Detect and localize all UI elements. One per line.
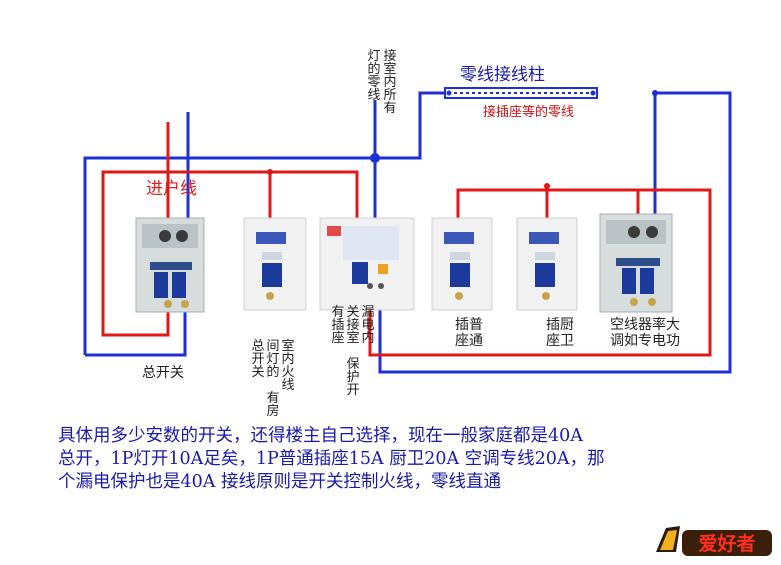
- aircon-label-line2: 调如专电功: [610, 333, 680, 349]
- live-wires: [101, 122, 712, 357]
- rcd-breaker: [319, 217, 415, 311]
- neutral-bus-left: [83, 156, 375, 355]
- outlet-kitchen-breaker: [516, 217, 578, 311]
- live-rcd-out: [368, 188, 712, 357]
- outlet-kitchen-label-line2: 座卫: [546, 333, 574, 349]
- description-line: 具体用多少安数的开关，还得楼主自己选择，现在一般家庭都是40A: [58, 426, 583, 446]
- outlet-general-breaker: [431, 217, 493, 311]
- zero-terminal-bar: [444, 87, 598, 99]
- aircon-label-line1: 空线器率大: [610, 317, 680, 333]
- neutral-top-bus: [375, 91, 445, 160]
- rcd-label-col4: 保护开: [346, 357, 360, 398]
- main-switch-label: 总开关: [142, 365, 184, 381]
- live-distribution: [101, 170, 359, 337]
- description-line: 总开，1P灯开10A足矣，1P普通插座15A 厨卫20A 空调专线20A，那: [58, 449, 605, 469]
- lights-breaker: [243, 217, 307, 311]
- outlet-kitchen-label-line1: 插厨: [546, 317, 574, 333]
- outlet-general-label-line2: 座通: [455, 333, 483, 349]
- label-lamp-neutral: 灯的零线: [367, 49, 381, 103]
- logo-text: 爱好者: [698, 532, 755, 555]
- description-text: 具体用多少安数的开关，还得楼主自己选择，现在一般家庭都是40A 总开，1P灯开1…: [58, 425, 773, 494]
- zero-terminal-note: 接插座等的零线: [483, 105, 575, 120]
- site-logo: 爱好者: [656, 526, 772, 556]
- neutral-bus-right: [378, 91, 732, 374]
- label-indoor-all: 接室内所有: [383, 49, 397, 116]
- lights-label-col1: 总开关: [251, 339, 265, 380]
- neutral-return-main: [85, 305, 187, 357]
- main-switch-breaker: [135, 217, 205, 313]
- aircon-breaker: [599, 213, 673, 313]
- description-line: 个漏电保护也是40A 接线原则是开关控制火线，零线直通: [58, 472, 501, 492]
- neutral-wires: [83, 91, 732, 374]
- lights-label-col4: 有房: [266, 391, 280, 419]
- incoming-line-label: 进户线: [146, 179, 197, 199]
- junction-dots: [267, 90, 658, 189]
- lights-label-col3: 室内火线: [281, 339, 295, 393]
- lights-label-col2: 间灯的: [266, 339, 280, 380]
- rcd-label-col3: 漏电内: [361, 305, 375, 346]
- outlet-general-label-line1: 插普: [455, 317, 483, 333]
- rcd-label-col1: 有插座: [331, 305, 345, 346]
- rcd-label-col2: 关接室: [346, 305, 360, 346]
- zero-terminal-title: 零线接线柱: [460, 65, 545, 85]
